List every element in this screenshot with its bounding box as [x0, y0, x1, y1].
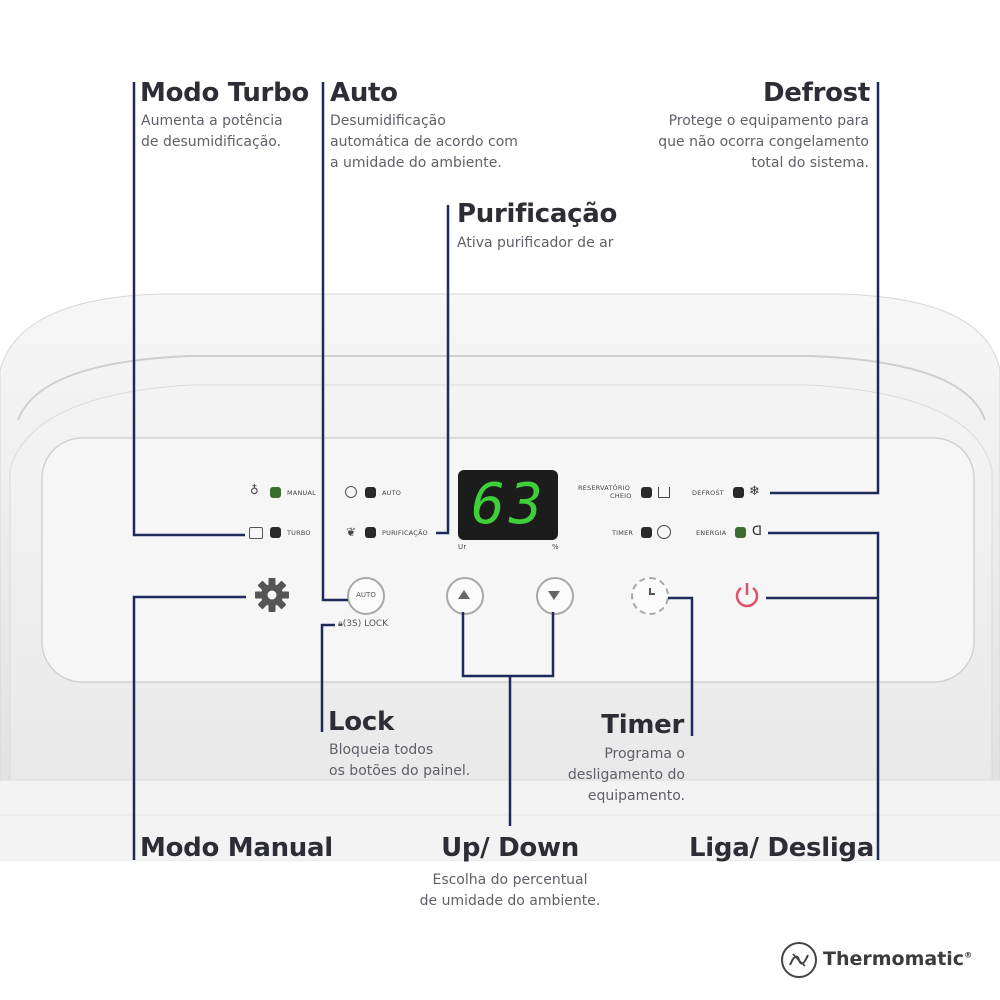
- timer-button[interactable]: [631, 577, 669, 615]
- power-button[interactable]: [730, 578, 764, 612]
- led-reservoir: [641, 487, 652, 498]
- timer-title: Timer: [601, 710, 684, 740]
- snowflake-icon: ❄: [749, 484, 760, 499]
- defrost-desc-3: total do sistema.: [751, 155, 869, 171]
- auto-button-label: AUTO: [356, 591, 376, 599]
- plug-icon: ᗡ: [752, 524, 762, 539]
- led-turbo: [270, 527, 281, 538]
- auto-desc-3: a umidade do ambiente.: [330, 155, 502, 171]
- power-icon: [735, 583, 759, 608]
- lock-icon: 🔒︎: [338, 619, 343, 629]
- humidity-display: 63: [471, 472, 547, 537]
- updown-desc-1: Escolha do percentual: [432, 872, 588, 888]
- reservoir-icon: [658, 487, 670, 498]
- manual-mode-icon: ♁: [250, 483, 259, 497]
- lock-desc-1: Bloqueia todos: [329, 742, 434, 758]
- brand-registered-mark: ®: [964, 950, 973, 960]
- led-defrost: [733, 487, 744, 498]
- up-button[interactable]: [446, 577, 484, 615]
- led-purification: [365, 527, 376, 538]
- auto-title: Auto: [330, 78, 398, 108]
- manual-mode-button[interactable]: [252, 575, 292, 615]
- timer-desc-2: desligamento do: [567, 767, 685, 783]
- purification-title: Purificação: [457, 199, 617, 229]
- turbo-desc-1: Aumenta a potência: [141, 113, 283, 129]
- label-energia: ENERGIA: [696, 529, 727, 537]
- label-defrost: DEFROST: [692, 489, 724, 497]
- label-reservoir-full-2: CHEIO: [610, 492, 632, 500]
- timer-desc-3: equipamento.: [587, 788, 685, 804]
- lock-label-text: (3S) LOCK: [342, 619, 389, 629]
- brand-logo-icon: [781, 942, 817, 978]
- label-manual: MANUAL: [287, 489, 316, 497]
- clock-small-icon: [657, 525, 671, 539]
- display-ur-label: Ur: [458, 543, 467, 551]
- label-purification: PURIFICAÇÃO: [382, 529, 428, 537]
- display-percent-label: %: [552, 543, 559, 551]
- lock-label: 🔒︎(3S) LOCK: [338, 619, 388, 629]
- auto-button[interactable]: [347, 577, 385, 615]
- label-timer: TIMER: [612, 529, 634, 537]
- updown-title: Up/ Down: [441, 833, 579, 863]
- led-auto: [365, 487, 376, 498]
- lock-title: Lock: [328, 707, 394, 737]
- auto-desc-1: Desumidificação: [330, 113, 446, 129]
- label-auto: AUTO: [382, 489, 402, 497]
- clock-icon: [649, 588, 655, 595]
- updown-desc-2: de umidade do ambiente.: [419, 893, 601, 909]
- gear-icon: [255, 578, 289, 612]
- brand-name: Thermomatic®: [823, 948, 972, 970]
- led-energia: [735, 527, 746, 538]
- defrost-desc-1: Protege o equipamento para: [668, 113, 869, 129]
- leaf-icon: ❦: [346, 525, 357, 539]
- timer-desc-1: Programa o: [604, 746, 685, 762]
- label-reservoir-full-1: RESERVATÓRIO: [578, 484, 631, 492]
- label-turbo: TURBO: [287, 529, 311, 537]
- defrost-desc-2: que não ocorra congelamento: [658, 134, 869, 150]
- led-manual: [270, 487, 281, 498]
- power-title: Liga/ Desliga: [689, 833, 874, 863]
- turbo-title: Modo Turbo: [140, 78, 309, 108]
- defrost-title: Defrost: [762, 78, 870, 108]
- brand-name-text: Thermomatic: [823, 948, 965, 970]
- auto-desc-2: automática de acordo com: [330, 134, 518, 150]
- turbo-mode-icon: [249, 527, 263, 539]
- led-timer: [641, 527, 652, 538]
- auto-mode-icon: [345, 486, 357, 498]
- manual-title: Modo Manual: [140, 833, 333, 863]
- turbo-desc-2: de desumidificação.: [141, 134, 282, 150]
- purification-desc: Ativa purificador de ar: [457, 235, 614, 251]
- triangle-up-icon: [458, 590, 470, 599]
- lock-desc-2: os botões do painel.: [329, 763, 471, 779]
- triangle-down-icon: [548, 591, 560, 600]
